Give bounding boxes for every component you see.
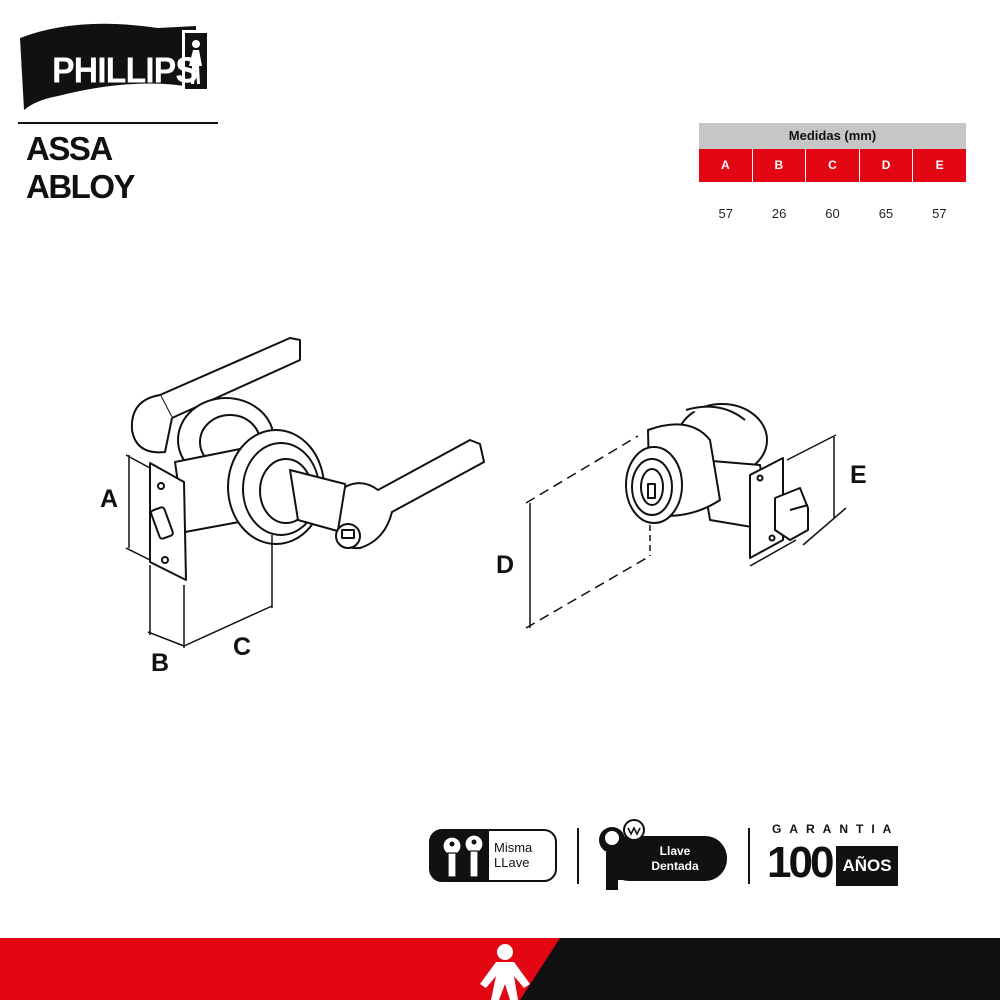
table-values-row: 57 26 60 65 57 xyxy=(699,206,966,221)
warranty-unit: AÑOS xyxy=(836,846,898,886)
deadbolt-dimension-lines xyxy=(525,434,847,629)
dimension-label-e: E xyxy=(850,461,867,489)
table-header-c: C xyxy=(806,149,860,182)
toothed-key-label: Llave Dentada xyxy=(645,844,705,874)
deadbolt-drawing xyxy=(625,403,809,559)
measurements-table: Medidas (mm) A B C D E 57 26 60 65 57 xyxy=(699,123,966,221)
table-header-a: A xyxy=(699,149,753,182)
walking-man-icon xyxy=(182,30,210,92)
table-value-d: 65 xyxy=(878,206,894,221)
brand-logo: PHILLIPS ASSA ABLOY xyxy=(18,18,218,205)
dimension-label-b: B xyxy=(151,649,170,677)
same-key-label: Misma LLave xyxy=(494,840,532,870)
dimension-label-c: C xyxy=(233,633,252,661)
toothed-key-badge xyxy=(599,819,727,890)
lever-lock-drawing xyxy=(130,337,485,581)
same-key-badge xyxy=(429,829,557,882)
same-key-line-1: Misma xyxy=(494,840,533,855)
table-value-c: 60 xyxy=(825,206,840,221)
table-header-d: D xyxy=(860,149,914,182)
toothed-key-line-1: Llave xyxy=(659,844,691,858)
dimension-label-d: D xyxy=(496,551,515,579)
toothed-key-icon xyxy=(599,819,645,890)
lever-dimension-lines xyxy=(125,454,273,648)
footer-band xyxy=(0,938,1000,1000)
phillips-logo-text: PHILLIPS xyxy=(52,51,198,91)
toothed-key-line-2: Dentada xyxy=(651,859,699,873)
table-header-row: A B C D E xyxy=(699,149,966,182)
table-header-e: E xyxy=(935,158,944,172)
table-header-b: B xyxy=(753,149,807,182)
warranty-title: GARANTIA xyxy=(772,822,900,836)
same-key-line-2: LLave xyxy=(494,855,530,870)
assa-abloy-logo-text: ASSA ABLOY xyxy=(26,130,136,205)
table-value-b: 26 xyxy=(771,206,787,221)
dimension-label-a: A xyxy=(100,485,119,513)
warranty-number: 100 xyxy=(767,838,834,887)
table-value-e: 57 xyxy=(932,206,947,221)
keys-icon xyxy=(442,834,484,878)
table-title: Medidas (mm) xyxy=(699,123,966,149)
table-value-a: 57 xyxy=(718,206,733,221)
walking-man-icon xyxy=(480,944,530,1000)
logo-divider xyxy=(18,122,218,124)
badges xyxy=(429,819,750,890)
